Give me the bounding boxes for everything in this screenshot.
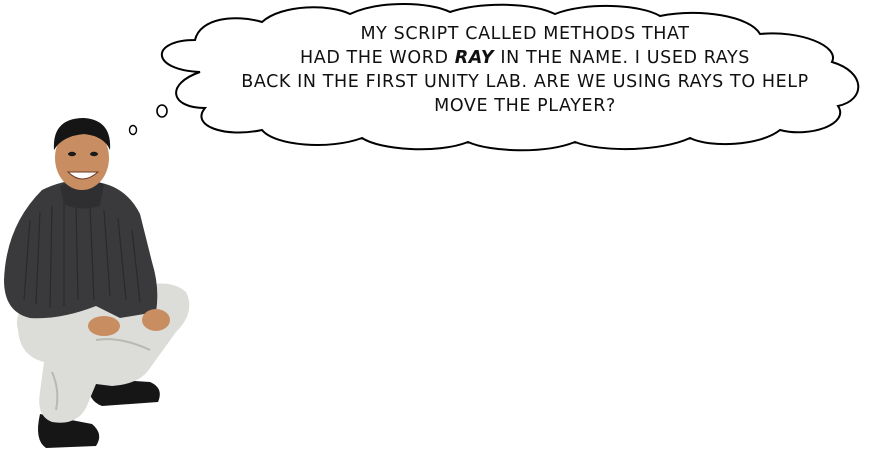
bubble-line-2: had the word Ray in the name. I used ray… <box>205 46 845 70</box>
thought-bubble-text: My script called methods that had the wo… <box>205 22 845 118</box>
hair <box>53 118 111 150</box>
bubble-line-3: back in the first Unity Lab. Are we usin… <box>241 72 809 92</box>
emphasized-word: Ray <box>454 48 495 68</box>
bubble-line-1: My script called methods that <box>360 24 690 44</box>
thought-dot-small <box>128 124 138 136</box>
left-shoe <box>38 414 100 448</box>
bubble-line-2-start: had the word <box>299 48 449 68</box>
sweater <box>4 180 158 319</box>
bubble-line-2-end: in the name. I used rays <box>500 48 750 68</box>
left-hand <box>88 316 120 336</box>
thought-dot-large <box>156 104 168 118</box>
thought-bubble <box>128 3 860 152</box>
crouching-person <box>4 118 190 448</box>
right-hand <box>142 309 170 331</box>
bubble-line-4: move the player? <box>434 96 616 116</box>
